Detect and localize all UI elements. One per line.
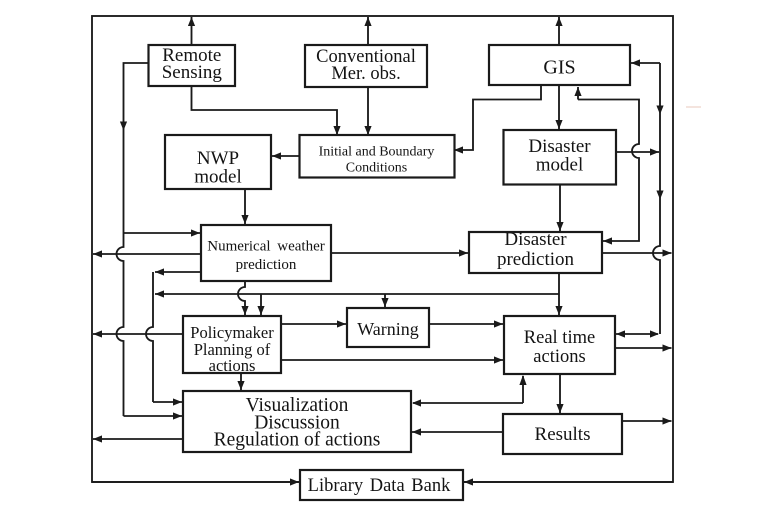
svg-text:Mer. obs.: Mer. obs.	[331, 64, 400, 84]
svg-text:prediction: prediction	[236, 257, 297, 273]
svg-text:Conditions: Conditions	[346, 161, 407, 176]
svg-text:Remote: Remote	[162, 45, 221, 66]
svg-text:actions: actions	[533, 347, 585, 367]
svg-text:Numerical weather: Numerical weather	[207, 239, 325, 255]
svg-text:NWP: NWP	[197, 148, 239, 169]
svg-text:Disaster: Disaster	[528, 136, 591, 157]
svg-text:Library Data Bank: Library Data Bank	[308, 476, 451, 496]
svg-text:Initial and Boundary: Initial and Boundary	[319, 145, 435, 160]
svg-text:prediction: prediction	[497, 249, 575, 270]
svg-text:Policymaker: Policymaker	[190, 323, 274, 342]
svg-text:model: model	[194, 167, 242, 188]
svg-text:Planning of: Planning of	[194, 340, 271, 359]
svg-text:Visualization: Visualization	[246, 395, 349, 416]
svg-text:Warning: Warning	[357, 319, 419, 339]
svg-text:actions: actions	[209, 356, 256, 375]
svg-text:Regulation of actions: Regulation of actions	[214, 430, 381, 451]
svg-text:Real time: Real time	[524, 328, 595, 348]
svg-text:model: model	[536, 155, 584, 176]
svg-text:Conventional: Conventional	[316, 47, 416, 67]
svg-text:Results: Results	[535, 424, 591, 445]
svg-text:Discussion: Discussion	[254, 413, 340, 434]
svg-text:Sensing: Sensing	[162, 62, 223, 83]
svg-text:Disaster: Disaster	[504, 229, 567, 250]
svg-text:GIS: GIS	[543, 57, 575, 79]
